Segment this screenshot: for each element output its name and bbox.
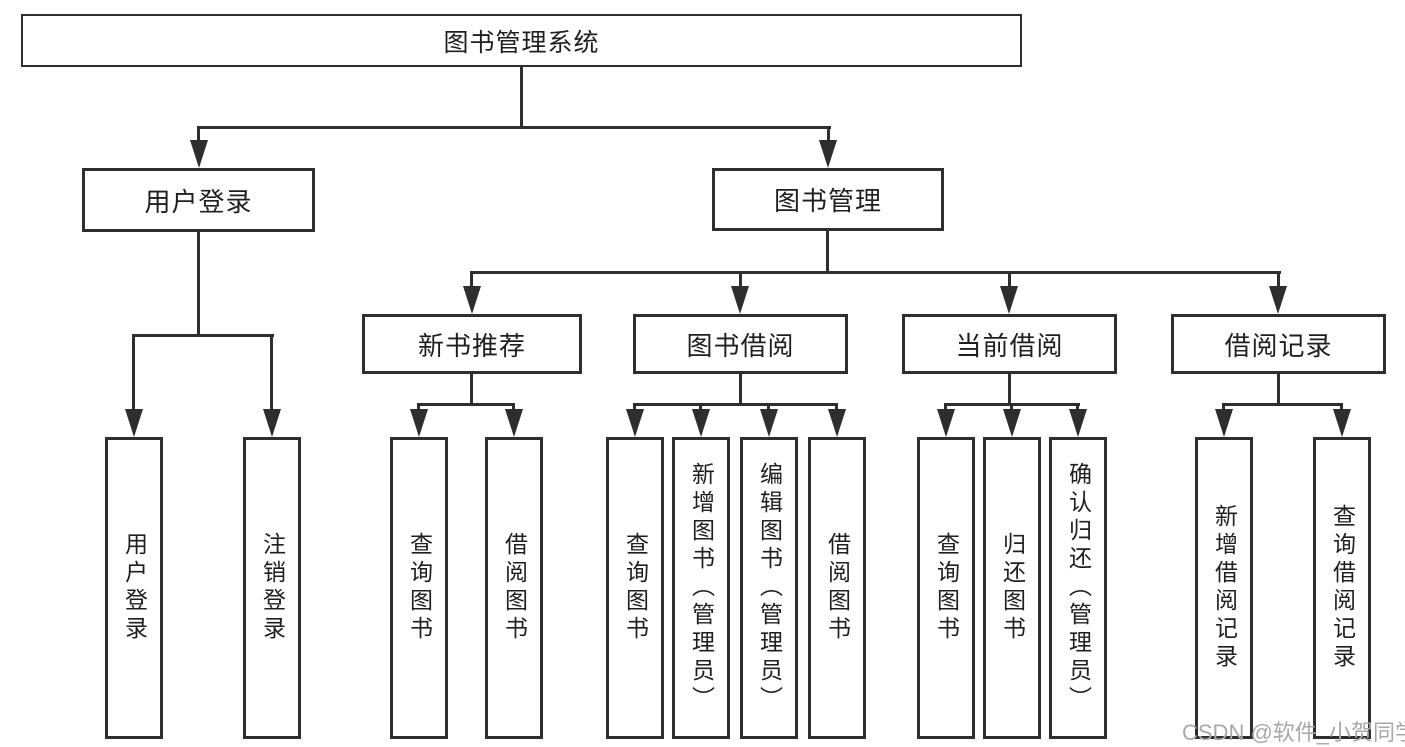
leaf-borrow-borrow-books: 借阅图书 (808, 437, 866, 739)
leaf-borrow-edit-books-admin-label: 编辑图书（管理员） (756, 462, 783, 714)
connector-stub-new-books (470, 271, 473, 289)
arrow-down-icon (819, 140, 837, 168)
arrow-down-icon (692, 409, 710, 437)
connector-stub-borrow-records (1277, 271, 1280, 289)
leaf-logout: 注销登录 (243, 437, 301, 739)
leaf-current-query-books-label: 查询图书 (933, 532, 960, 644)
node-borrow-records: 借阅记录 (1171, 314, 1386, 374)
node-book-manage-label: 图书管理 (773, 186, 882, 216)
leaf-records-add-record: 新增借阅记录 (1195, 437, 1253, 739)
connector-stub (1340, 403, 1343, 412)
arrow-down-icon (263, 409, 281, 437)
csdn-watermark: CSDN @软件_小贺同学 (1182, 720, 1405, 745)
arrow-down-icon (626, 409, 644, 437)
leaf-records-add-record-label: 新增借阅记录 (1211, 504, 1238, 672)
arrow-down-icon (1269, 286, 1287, 314)
connector-stub (944, 403, 947, 412)
node-book-borrow-label: 图书借阅 (686, 330, 795, 361)
arrow-down-icon (1215, 409, 1233, 437)
connector-borrowrecords-drop (1277, 373, 1280, 406)
arrow-down-icon (125, 409, 143, 437)
arrow-down-icon (1003, 409, 1021, 437)
arrow-down-icon (190, 140, 208, 168)
connector-manage-drop (826, 230, 829, 274)
leaf-records-query-record: 查询借阅记录 (1313, 437, 1371, 739)
node-current-borrow: 当前借阅 (902, 314, 1117, 374)
connector-stub (835, 403, 838, 412)
node-root: 图书管理系统 (21, 14, 1022, 67)
connector-stub-current-borrow (1008, 271, 1011, 289)
connector-stub-book-manage (827, 126, 830, 143)
connector-stub (767, 403, 770, 412)
leaf-logout-label: 注销登录 (259, 532, 286, 644)
leaf-borrow-edit-books-admin: 编辑图书（管理员） (740, 437, 798, 739)
leaf-borrow-borrow-books-label: 借阅图书 (824, 532, 851, 644)
connector-login-drop (197, 231, 200, 337)
leaf-borrow-add-books-admin: 新增图书（管理员） (672, 437, 730, 739)
arrow-down-icon (731, 286, 749, 314)
arrow-down-icon (937, 409, 955, 437)
connector-currentborrow-drop (1008, 373, 1011, 406)
leaf-user-login: 用户登录 (105, 437, 163, 739)
node-new-books-label: 新书推荐 (417, 330, 526, 361)
connector-root-drop (520, 66, 523, 128)
leaf-current-confirm-return-admin: 确认归还（管理员） (1049, 437, 1107, 739)
leaf-current-query-books: 查询图书 (917, 437, 975, 739)
connector-borrowrecords-rail (1222, 403, 1343, 406)
connector-stub-leaf-user-login (132, 334, 135, 412)
node-book-borrow: 图书借阅 (633, 314, 848, 374)
connector-stub (633, 403, 636, 412)
leaf-newbooks-borrow-books: 借阅图书 (485, 437, 543, 739)
leaf-newbooks-query-books: 查询图书 (390, 437, 448, 739)
leaf-current-return-books-label: 归还图书 (999, 532, 1026, 644)
node-book-manage: 图书管理 (712, 168, 944, 231)
leaf-current-confirm-return-admin-label: 确认归还（管理员） (1065, 462, 1092, 714)
arrow-down-icon (463, 286, 481, 314)
arrow-down-icon (410, 409, 428, 437)
leaf-borrow-query-books: 查询图书 (606, 437, 664, 739)
leaf-current-return-books: 归还图书 (983, 437, 1041, 739)
connector-stub-user-login (197, 126, 200, 143)
leaf-borrow-query-books-label: 查询图书 (622, 532, 649, 644)
arrow-down-icon (1069, 409, 1087, 437)
arrow-down-icon (1333, 409, 1351, 437)
connector-stub (1076, 403, 1079, 412)
arrow-down-icon (760, 409, 778, 437)
connector-stub (417, 403, 420, 412)
connector-level1-rail (197, 126, 831, 129)
leaf-borrow-add-books-admin-label: 新增图书（管理员） (688, 462, 715, 714)
node-new-books: 新书推荐 (362, 314, 582, 374)
connector-stub-book-borrow (739, 271, 742, 289)
arrow-down-icon (828, 409, 846, 437)
node-user-login-label: 用户登录 (144, 186, 253, 217)
connector-stub (1010, 403, 1013, 412)
leaf-user-login-label: 用户登录 (121, 532, 148, 644)
connector-bookborrow-rail (633, 403, 838, 406)
connector-stub-leaf-logout (270, 334, 273, 412)
connector-stub (512, 403, 515, 412)
node-root-label: 图书管理系统 (443, 28, 600, 57)
node-borrow-records-label: 借阅记录 (1224, 330, 1333, 361)
leaf-newbooks-query-books-label: 查询图书 (406, 532, 433, 644)
connector-newbooks-drop (470, 373, 473, 406)
connector-newbooks-rail (417, 403, 515, 406)
arrow-down-icon (505, 409, 523, 437)
connector-level3-rail (470, 271, 1281, 274)
arrow-down-icon (1000, 286, 1018, 314)
connector-bookborrow-drop (739, 373, 742, 406)
leaf-records-query-record-label: 查询借阅记录 (1329, 504, 1356, 672)
connector-login-rail (132, 334, 274, 337)
node-user-login: 用户登录 (82, 168, 315, 232)
connector-stub (699, 403, 702, 412)
leaf-newbooks-borrow-books-label: 借阅图书 (501, 532, 528, 644)
node-current-borrow-label: 当前借阅 (955, 330, 1064, 361)
connector-stub (1222, 403, 1225, 412)
